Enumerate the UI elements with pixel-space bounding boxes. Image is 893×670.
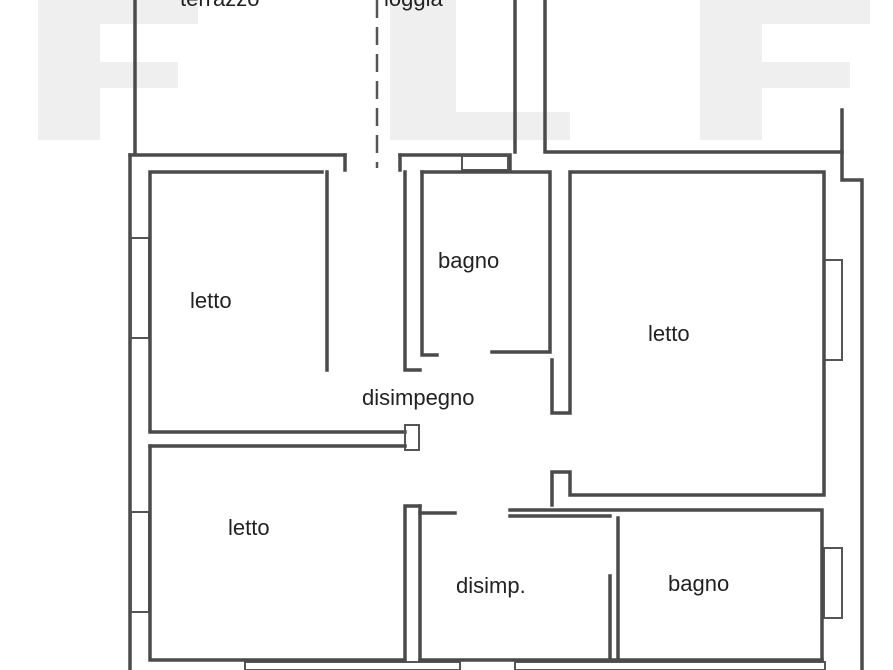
room-label-bagno-bottom: bagno [668,571,729,596]
windows [130,155,843,670]
window-right-lower [823,547,843,619]
interior-walls [148,170,826,662]
window-right-upper [823,259,843,361]
window-left-upper [130,237,150,339]
room-label-bagno-top: bagno [438,248,499,273]
room-label-letto-bottom-left: letto [228,515,270,540]
window-bottom-right [514,661,826,670]
room-label-letto-top-left: letto [190,288,232,313]
window-bagno-top [461,155,509,171]
room-label-terrazzo: terrazzo [180,0,259,11]
terrace-walls [133,0,844,168]
watermark [38,0,870,140]
room-label-disimp: disimp. [456,573,526,598]
window-left-lower [130,511,150,613]
room-label-loggia: loggia [384,0,443,11]
window-bottom-left [244,661,461,670]
room-label-disimpegno: disimpegno [362,385,475,410]
room-label-letto-right: letto [648,321,690,346]
